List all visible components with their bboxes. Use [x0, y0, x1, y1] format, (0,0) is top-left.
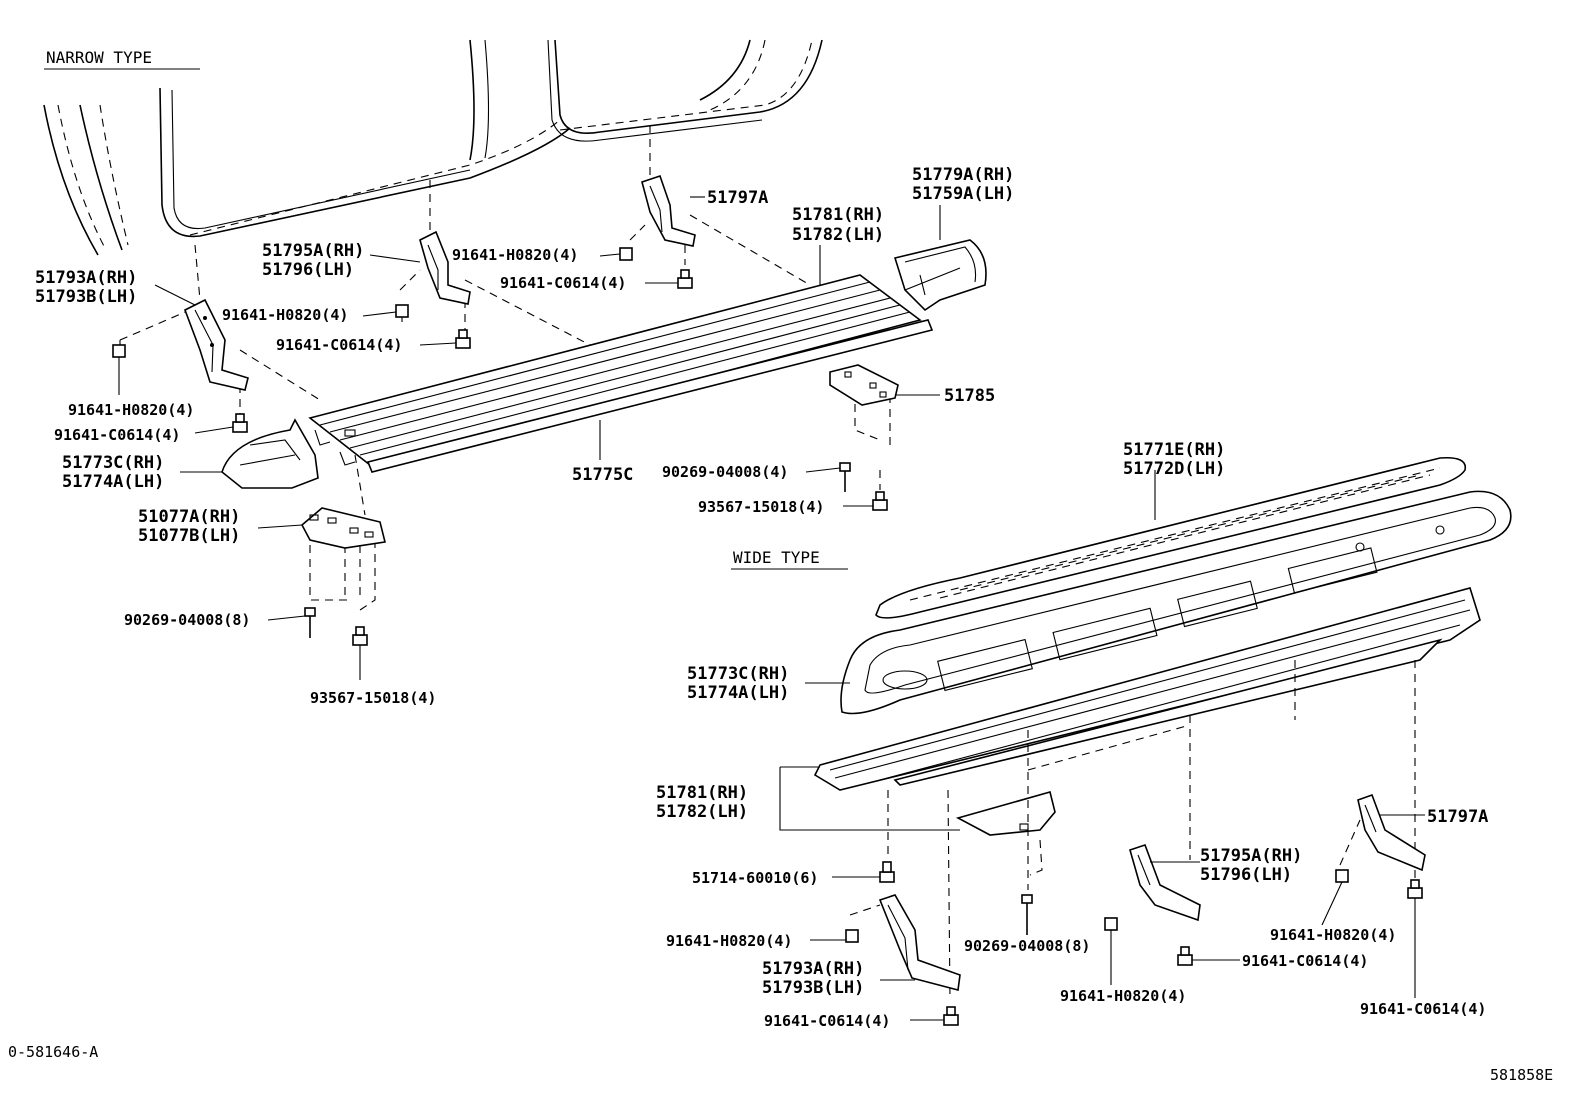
label-narrow-screw-a: 90269-04008(4): [662, 463, 788, 481]
narrow-step-rail: [308, 274, 934, 473]
footer-left-code: 0-581646-A: [8, 1043, 98, 1061]
label-narrow-bolt-c0614-c: 91641-C0614(4): [500, 274, 626, 292]
screw-a-icon: [839, 462, 851, 492]
label-narrow-51795-rh: 51795A(RH): [262, 241, 364, 261]
label-narrow-51774-lh: 51774A(LH): [62, 472, 164, 492]
vehicle-body-outline: [43, 39, 823, 256]
bolt-h0820-b-icon: [1104, 917, 1118, 985]
bolt-c0614-b-icon: [1177, 946, 1193, 966]
wide-label-leaders: [779, 470, 1425, 1021]
label-narrow-clip-b: 93567-15018(4): [310, 689, 436, 707]
label-wide-51793-lh: 51793B(LH): [762, 978, 864, 998]
bolt-h0820-a-icon: [112, 344, 126, 395]
label-wide-51797: 51797A: [1427, 807, 1488, 827]
bolt-h0820-a-icon: [845, 929, 859, 943]
label-narrow-51775: 51775C: [572, 465, 633, 485]
label-wide-51771-rh: 51771E(RH): [1123, 440, 1225, 460]
label-narrow-clip-a: 93567-15018(4): [698, 498, 824, 516]
label-wide-bolt-c0614-b: 91641-C0614(4): [1242, 952, 1368, 970]
narrow-end-cap-rear: [893, 239, 987, 312]
narrow-label-leaders: [154, 196, 941, 621]
label-wide-bolt-h0820-b: 91641-H0820(4): [1060, 987, 1186, 1005]
label-wide-51774-lh: 51774A(LH): [687, 683, 789, 703]
label-wide-bolt-c0614-c: 91641-C0614(4): [1360, 1000, 1486, 1018]
bolt-c0614-a-icon: [943, 1006, 959, 1026]
bolt-h0820-b-icon: [395, 304, 409, 322]
narrow-end-cap-front: [221, 418, 319, 489]
narrow-bracket-51797: [641, 174, 696, 247]
label-wide-51782-lh: 51782(LH): [656, 802, 748, 822]
bolt-c0614-c-icon: [677, 269, 693, 289]
label-wide-51793-rh: 51793A(RH): [762, 959, 864, 979]
nut-51714-icon: [879, 861, 895, 883]
label-narrow-51782-lh: 51782(LH): [792, 225, 884, 245]
label-narrow-51793-rh: 51793A(RH): [35, 268, 137, 288]
label-narrow-51793-lh: 51793B(LH): [35, 287, 137, 307]
wide-step-rail: [813, 587, 1481, 791]
label-wide-bolt-c0614-a: 91641-C0614(4): [764, 1012, 890, 1030]
bolt-h0820-c-icon: [619, 247, 633, 261]
narrow-bracket-51077: [300, 507, 386, 549]
label-narrow-51077-lh: 51077B(LH): [138, 526, 240, 546]
screw-b-icon: [304, 607, 316, 638]
label-wide-bolt-h0820-a: 91641-H0820(4): [666, 932, 792, 950]
label-wide-51795-rh: 51795A(RH): [1200, 846, 1302, 866]
label-narrow-51785: 51785: [944, 386, 995, 406]
label-wide-51781-rh: 51781(RH): [656, 783, 748, 803]
wide-step-pad: [875, 456, 1467, 619]
wide-leader-lines: [849, 660, 1416, 1001]
label-narrow-51077-rh: 51077A(RH): [138, 507, 240, 527]
narrow-type-title: NARROW TYPE: [46, 48, 152, 67]
screw-90269-icon: [1021, 894, 1033, 935]
narrow-leader-lines: [119, 125, 891, 611]
bolt-c0614-b-icon: [455, 329, 471, 349]
wide-type-title: WIDE TYPE: [733, 548, 820, 567]
label-narrow-51797: 51797A: [707, 188, 768, 208]
narrow-bracket-51785: [829, 364, 899, 406]
label-narrow-51781-rh: 51781(RH): [792, 205, 884, 225]
label-narrow-screw-b: 90269-04008(8): [124, 611, 250, 629]
footer-right-code: 581858E: [1490, 1066, 1553, 1084]
wide-center-bracket: [955, 791, 1056, 836]
label-narrow-bolt-h0820-a: 91641-H0820(4): [68, 401, 194, 419]
label-wide-51772-lh: 51772D(LH): [1123, 459, 1225, 479]
narrow-bracket-51793: [183, 298, 249, 391]
wide-bracket-51793: [878, 894, 961, 992]
label-narrow-bolt-h0820-c: 91641-H0820(4): [452, 246, 578, 264]
label-wide-51773-rh: 51773C(RH): [687, 664, 789, 684]
label-wide-bolt-h0820-c: 91641-H0820(4): [1270, 926, 1396, 944]
narrow-bracket-51795: [419, 230, 471, 305]
clip-b-icon: [352, 626, 368, 680]
bolt-c0614-c-icon: [1407, 879, 1423, 998]
bolt-c0614-a-icon: [232, 413, 248, 433]
label-wide-screw: 90269-04008(8): [964, 937, 1090, 955]
label-narrow-51759-lh: 51759A(LH): [912, 184, 1014, 204]
clip-a-icon: [872, 491, 888, 511]
label-narrow-bolt-c0614-b: 91641-C0614(4): [276, 336, 402, 354]
label-narrow-bolt-h0820-b: 91641-H0820(4): [222, 306, 348, 324]
wide-bracket-51795: [1129, 843, 1201, 922]
label-narrow-bolt-c0614-a: 91641-C0614(4): [54, 426, 180, 444]
label-narrow-51779-rh: 51779A(RH): [912, 165, 1014, 185]
wide-step-frame: [840, 490, 1512, 715]
label-wide-51796-lh: 51796(LH): [1200, 865, 1292, 885]
bolt-h0820-c-icon: [1321, 869, 1349, 926]
wide-bracket-51797: [1357, 793, 1426, 872]
label-wide-nut: 51714-60010(6): [692, 869, 818, 887]
label-narrow-51796-lh: 51796(LH): [262, 260, 354, 280]
label-narrow-51773-rh: 51773C(RH): [62, 453, 164, 473]
